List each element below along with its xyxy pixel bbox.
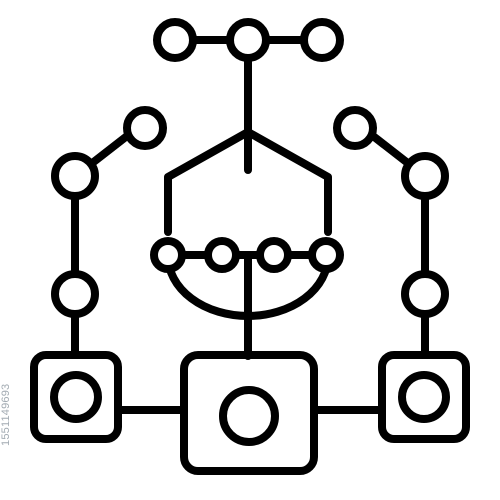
top-right-node xyxy=(300,18,344,62)
middle-node-4 xyxy=(308,237,344,273)
top-center-node xyxy=(226,18,270,62)
right-lower-node xyxy=(401,270,449,318)
left-middle-node xyxy=(51,152,99,200)
bottom-center-box xyxy=(180,351,318,475)
bottom-right-box-circle xyxy=(398,371,450,423)
middle-node-1 xyxy=(150,237,186,273)
right-diagonal-connector xyxy=(369,132,413,168)
bottom-center-box-circle xyxy=(219,386,279,446)
middle-node-2 xyxy=(204,237,240,273)
bottom-left-box xyxy=(30,351,122,443)
right-top-node xyxy=(333,106,377,150)
bottom-right-box xyxy=(378,351,470,443)
upper-hexagon-outline xyxy=(164,128,332,236)
left-top-node xyxy=(123,106,167,150)
diagram-icon-group xyxy=(30,36,470,475)
diagram-nodes xyxy=(50,18,450,446)
top-left-node xyxy=(153,18,197,62)
middle-node-3 xyxy=(256,237,292,273)
left-diagonal-connector xyxy=(87,132,131,168)
bottom-left-box-circle xyxy=(50,371,102,423)
left-lower-node xyxy=(51,270,99,318)
right-middle-node xyxy=(401,152,449,200)
watermark-id-text: 1551149693 xyxy=(0,384,12,446)
